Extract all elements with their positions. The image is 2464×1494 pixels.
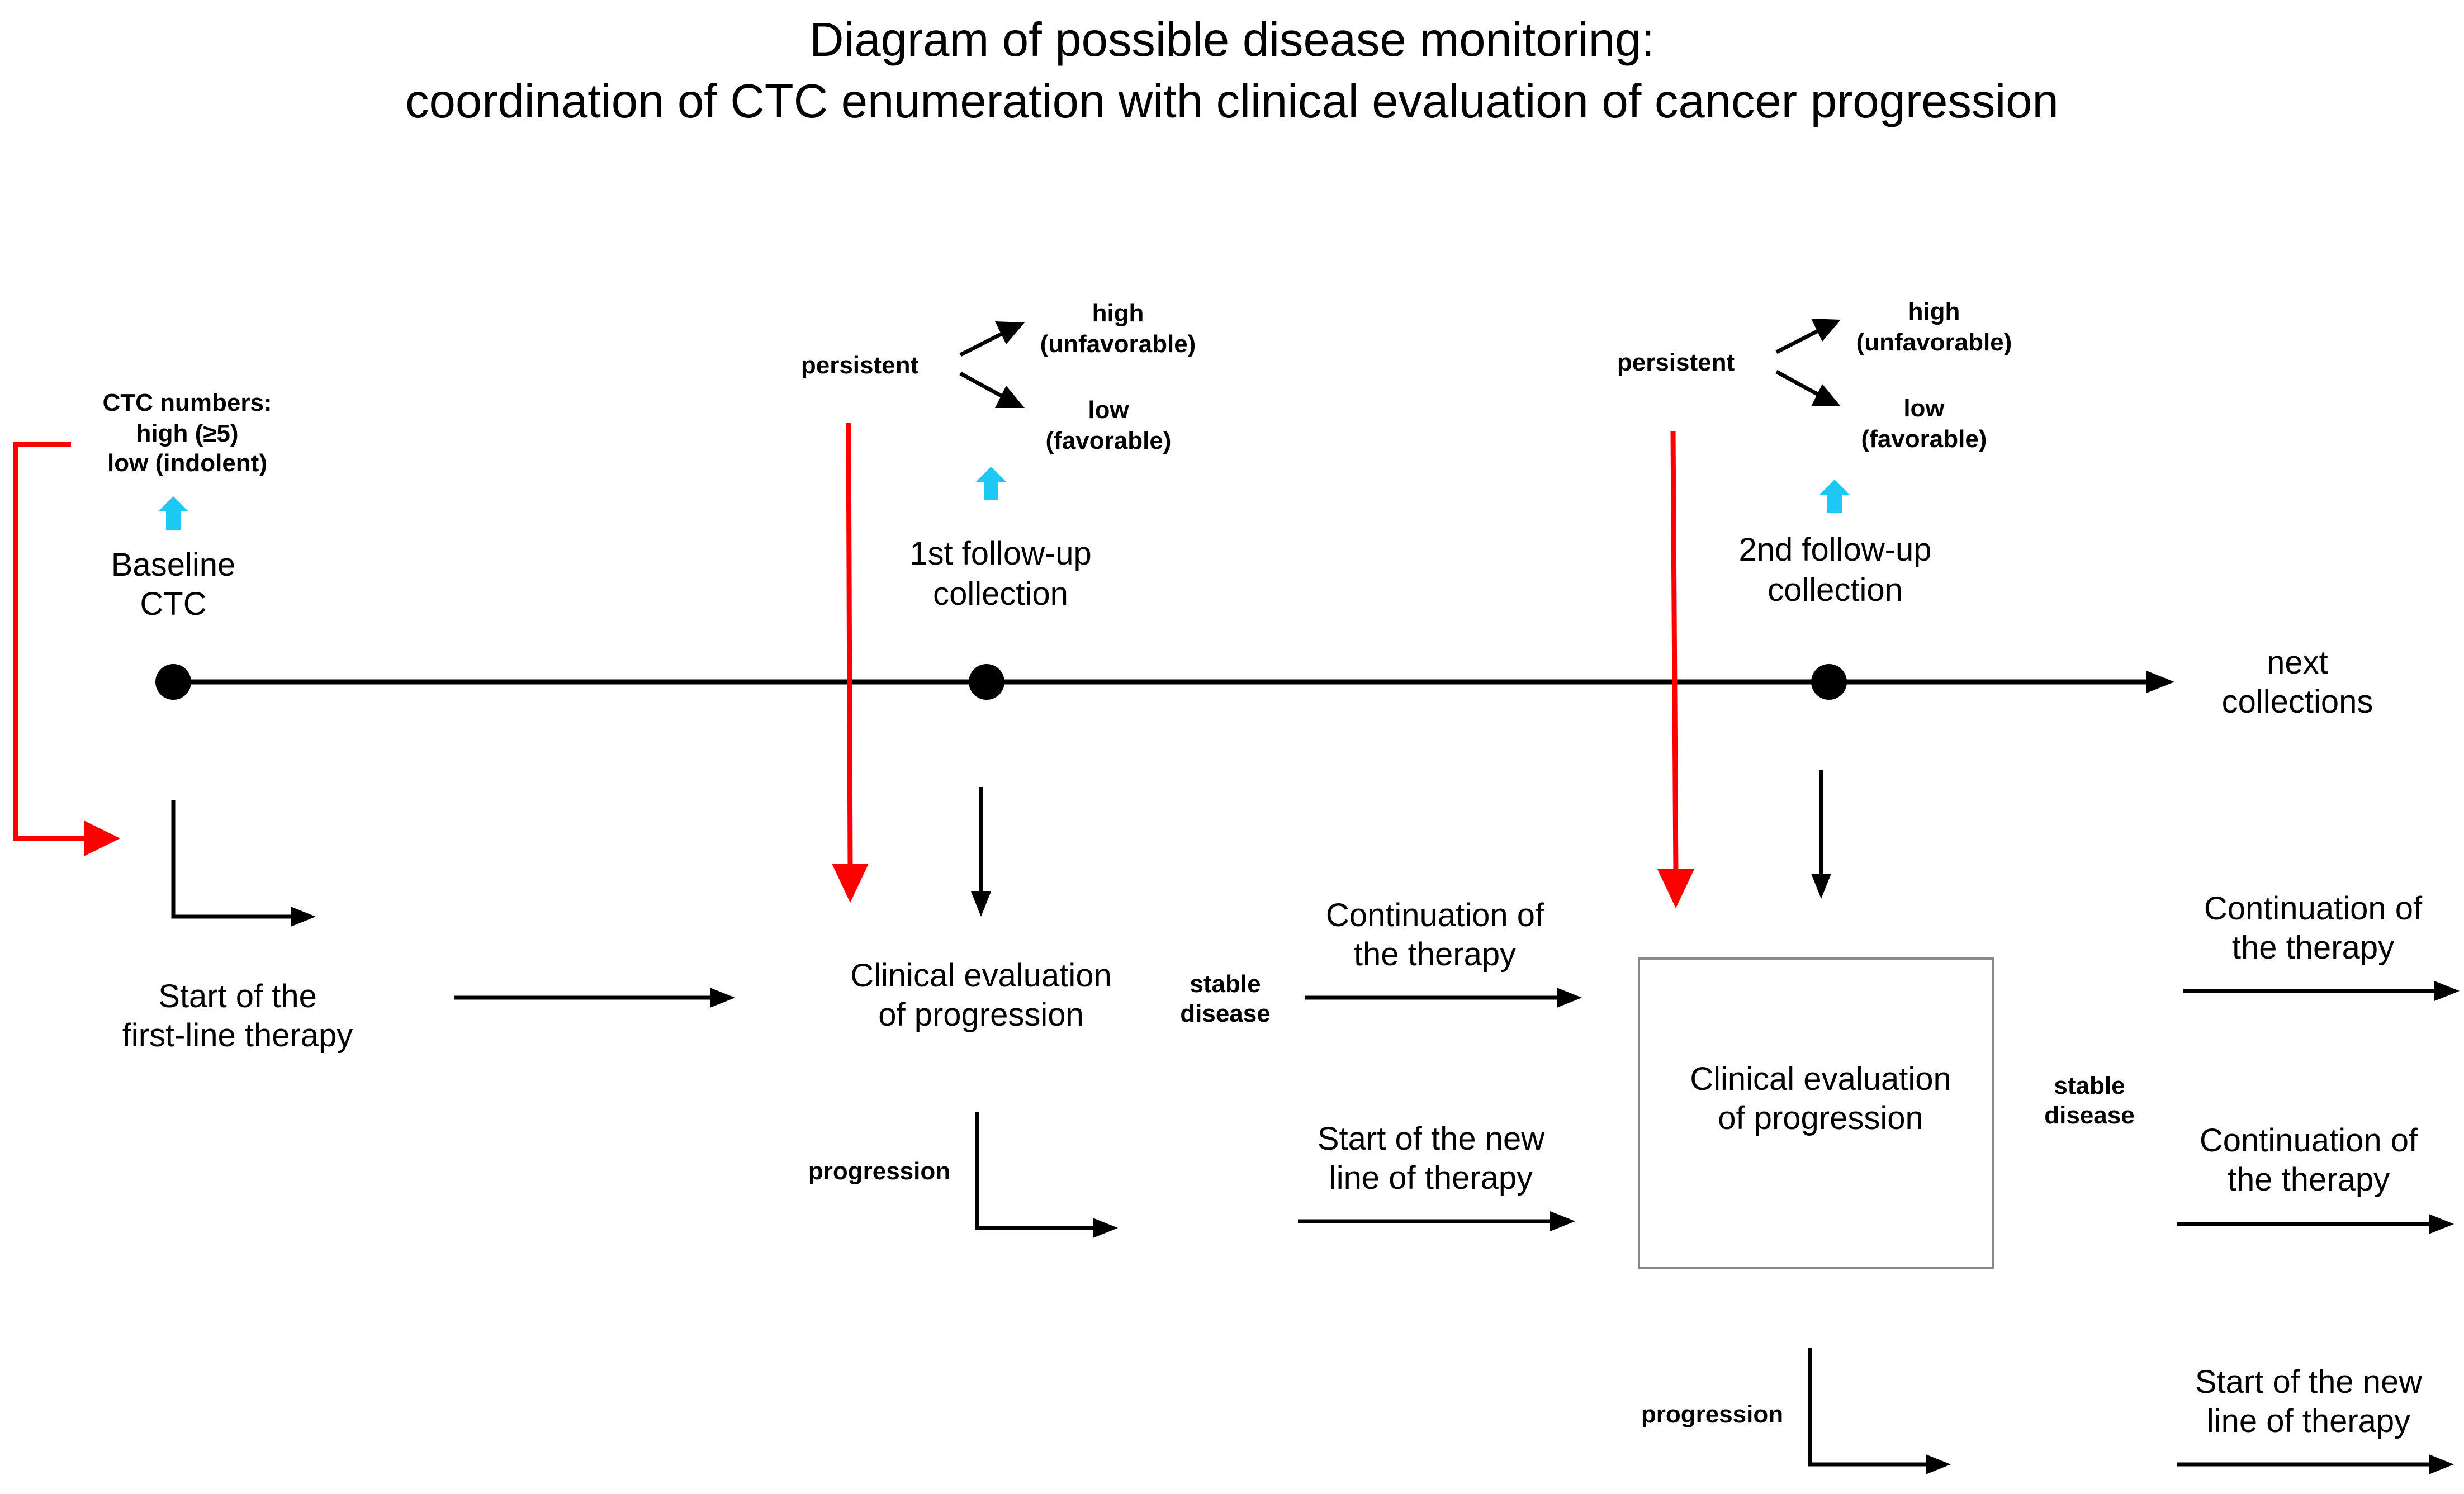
followup2-red-arrow: [1670, 431, 1679, 875]
eval2-stable-label-1: stable: [2054, 1072, 2125, 1099]
followup1-unfavorable-label: (unfavorable): [1040, 330, 1196, 358]
eval2-box: [1638, 957, 1994, 1269]
next-collections-label-2: collections: [2222, 684, 2373, 720]
followup1-label-1: 1st follow-up: [909, 535, 1092, 572]
eval1-progression-elbow: [975, 1112, 1100, 1230]
eval1-continuation-label-1: Continuation of: [1326, 897, 1544, 933]
right-newline-label-1: Start of the new: [2195, 1364, 2423, 1400]
right-continuation-b-label-1: Continuation of: [2200, 1122, 2418, 1159]
timeline-arrowhead: [2146, 671, 2174, 693]
followup2-low-label: low: [1903, 395, 1945, 422]
followup1-high-arrowhead: [995, 321, 1025, 344]
followup2-high-arrowhead: [1811, 319, 1841, 342]
followup1-label-2: collection: [933, 576, 1068, 612]
baseline-label-2: CTC: [140, 586, 206, 622]
followup2-label-2: collection: [1768, 572, 1903, 608]
followup1-low-arrowhead: [995, 386, 1025, 408]
therapy-start-label-2: first-line therapy: [122, 1017, 353, 1054]
followup1-low-label: low: [1088, 396, 1129, 424]
ctc-low-label: low (indolent): [107, 449, 267, 477]
followup1-low-arrow: [959, 371, 1007, 401]
eval1-progression-arrowhead: [1093, 1218, 1118, 1238]
eval2-label-2: of progression: [1718, 1100, 1923, 1136]
therapy-start-label-1: Start of the: [158, 978, 317, 1014]
baseline-elbow-arrowhead: [291, 907, 316, 927]
followup2-high-label: high: [1908, 298, 1960, 325]
followup1-red-arrow: [846, 423, 853, 870]
followup2-collection-dot: [1811, 664, 1847, 700]
followup1-favorable-label: (favorable): [1046, 427, 1172, 454]
eval1-newline-label-1: Start of the new: [1318, 1121, 1545, 1157]
title-line-1: Diagram of possible disease monitoring:: [809, 13, 1655, 67]
followup2-low-arrow: [1775, 369, 1823, 399]
eval1-continuation-label-2: the therapy: [1354, 936, 1516, 973]
followup2-low-arrowhead: [1811, 384, 1841, 406]
followup1-high-label: high: [1092, 300, 1144, 327]
eval2-progression-arrowhead: [1926, 1454, 1951, 1474]
eval2-progression-label: progression: [1641, 1401, 1783, 1428]
ctc-high-label: high (≥5): [136, 420, 238, 447]
eval2-label-1: Clinical evaluation: [1690, 1061, 1951, 1097]
title-line-2: coordination of CTC enumeration with cli…: [405, 75, 2059, 128]
eval2-stable-label-2: disease: [2044, 1102, 2134, 1129]
followup2-red-arrowhead: [1657, 869, 1694, 908]
followup1-persistent-label: persistent: [801, 352, 919, 379]
eval1-label-1: Clinical evaluation: [850, 957, 1111, 994]
baseline-up-arrow-icon: [158, 496, 188, 530]
followup2-high-arrow: [1775, 326, 1823, 354]
baseline-label-1: Baseline: [111, 547, 235, 583]
followup2-up-arrow-icon: [1819, 480, 1850, 513]
right-continuation-b-label-2: the therapy: [2228, 1161, 2390, 1198]
eval1-newline-arrowhead: [1550, 1211, 1575, 1231]
followup1-up-arrow-icon: [976, 467, 1006, 500]
followup1-collection-dot: [969, 664, 1004, 700]
eval1-label-2: of progression: [878, 997, 1084, 1033]
right-continuation-a-label-1: Continuation of: [2204, 890, 2423, 927]
eval1-progression-label: progression: [808, 1158, 950, 1185]
eval1-stable-arrowhead: [1557, 988, 1582, 1008]
followup2-down-arrowhead: [1811, 874, 1831, 899]
eval1-newline-label-2: line of therapy: [1329, 1160, 1533, 1196]
right-newline-arrowhead: [2429, 1454, 2454, 1474]
baseline-red-bracket: [13, 442, 95, 841]
followup2-label-1: 2nd follow-up: [1739, 532, 1932, 568]
eval1-stable-label-1: stable: [1190, 970, 1261, 998]
ctc-numbers-header: CTC numbers:: [102, 389, 272, 416]
next-collections-label-1: next: [2267, 644, 2328, 681]
baseline-to-therapy-elbow: [171, 800, 302, 919]
followup1-high-arrow: [959, 329, 1007, 357]
right-newline-label-2: line of therapy: [2207, 1403, 2410, 1439]
right-continuation-a-arrowhead: [2434, 981, 2460, 1001]
followup1-down-arrowhead: [971, 891, 991, 917]
baseline-collection-dot: [155, 664, 191, 700]
followup2-persistent-label: persistent: [1617, 349, 1735, 376]
baseline-red-arrowhead: [84, 820, 120, 856]
followup1-red-arrowhead: [832, 864, 869, 903]
right-continuation-b-arrowhead: [2429, 1214, 2454, 1234]
followup2-favorable-label: (favorable): [1861, 425, 1987, 453]
therapy-to-eval1-arrowhead: [710, 988, 735, 1008]
eval2-progression-elbow: [1808, 1348, 1931, 1467]
eval1-stable-label-2: disease: [1180, 1000, 1270, 1027]
right-continuation-a-label-2: the therapy: [2232, 929, 2394, 966]
followup2-unfavorable-label: (unfavorable): [1856, 329, 2012, 356]
